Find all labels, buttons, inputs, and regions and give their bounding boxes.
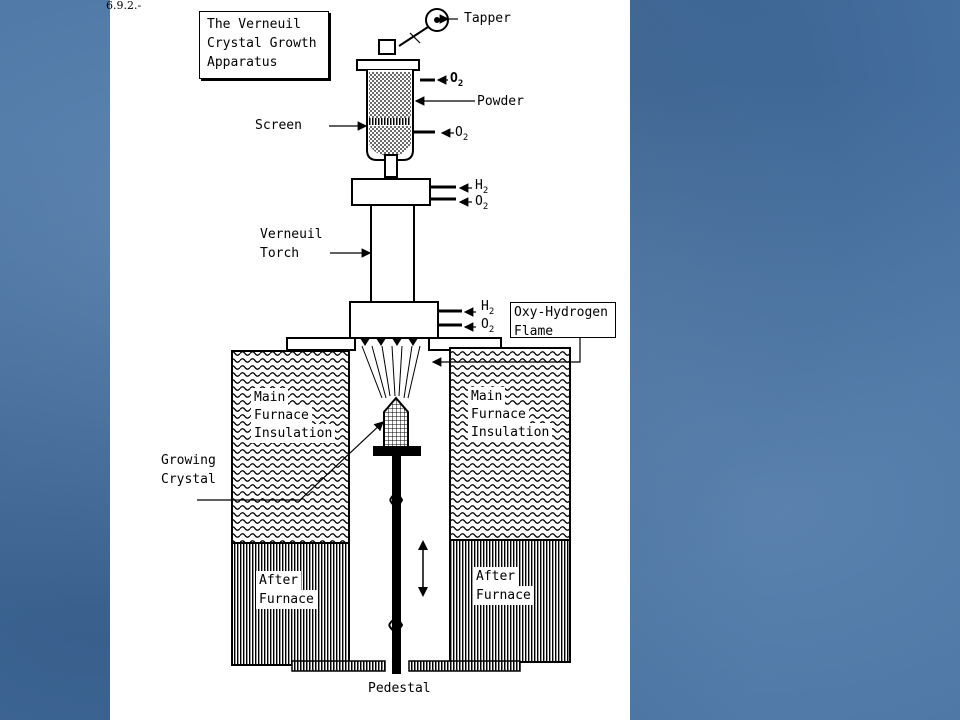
label-main-furnace-right-3: Insulation — [468, 423, 553, 442]
label-main-furnace-left-1: Main — [251, 388, 289, 407]
label-growing-crystal: Growing Crystal — [161, 453, 216, 487]
label-verneuil-torch: Verneuil Torch — [260, 227, 323, 261]
label-powder: Powder — [477, 94, 524, 109]
pedestal-rod — [392, 454, 401, 674]
label-pedestal: Pedestal — [368, 681, 431, 696]
label-after-furnace-right-2: Furnace — [473, 586, 534, 605]
label-main-furnace-right-1: Main — [468, 387, 506, 406]
label-h2-a: H2 — [475, 178, 489, 196]
label-o2-a: O2 — [475, 194, 489, 212]
label-h2-b: H2 — [481, 299, 495, 317]
label-o2-top: O2 — [450, 71, 464, 89]
label-tapper: Tapper — [464, 11, 511, 26]
label-main-furnace-left-3: Insulation — [251, 424, 336, 443]
label-o2-b: O2 — [481, 317, 495, 335]
label-after-furnace-left-2: Furnace — [256, 590, 317, 609]
label-main-furnace-right-2: Furnace — [468, 405, 529, 424]
verneuil-torch — [349, 178, 439, 339]
label-main-furnace-left-2: Furnace — [251, 406, 312, 425]
label-screen: Screen — [255, 118, 302, 133]
diagram-title-box: The Verneuil Crystal Growth Apparatus — [199, 11, 329, 79]
label-after-furnace-right-1: After — [473, 567, 519, 586]
label-o2-mid: O2 — [455, 125, 469, 143]
diagram-title: The Verneuil Crystal Growth Apparatus — [207, 17, 317, 70]
label-after-furnace-left-1: After — [256, 571, 302, 590]
label-oxy-hydrogen-flame: Oxy-Hydrogen Flame — [510, 302, 616, 339]
figure-number: 6.9.2.- — [106, 0, 142, 12]
main-furnace-insulation-right — [449, 347, 571, 541]
powder-hopper — [356, 59, 420, 178]
tapper-mechanism — [378, 8, 449, 55]
main-furnace-insulation-left — [231, 350, 350, 544]
oxy-hydrogen-flame — [361, 345, 421, 399]
growing-crystal — [373, 396, 421, 456]
